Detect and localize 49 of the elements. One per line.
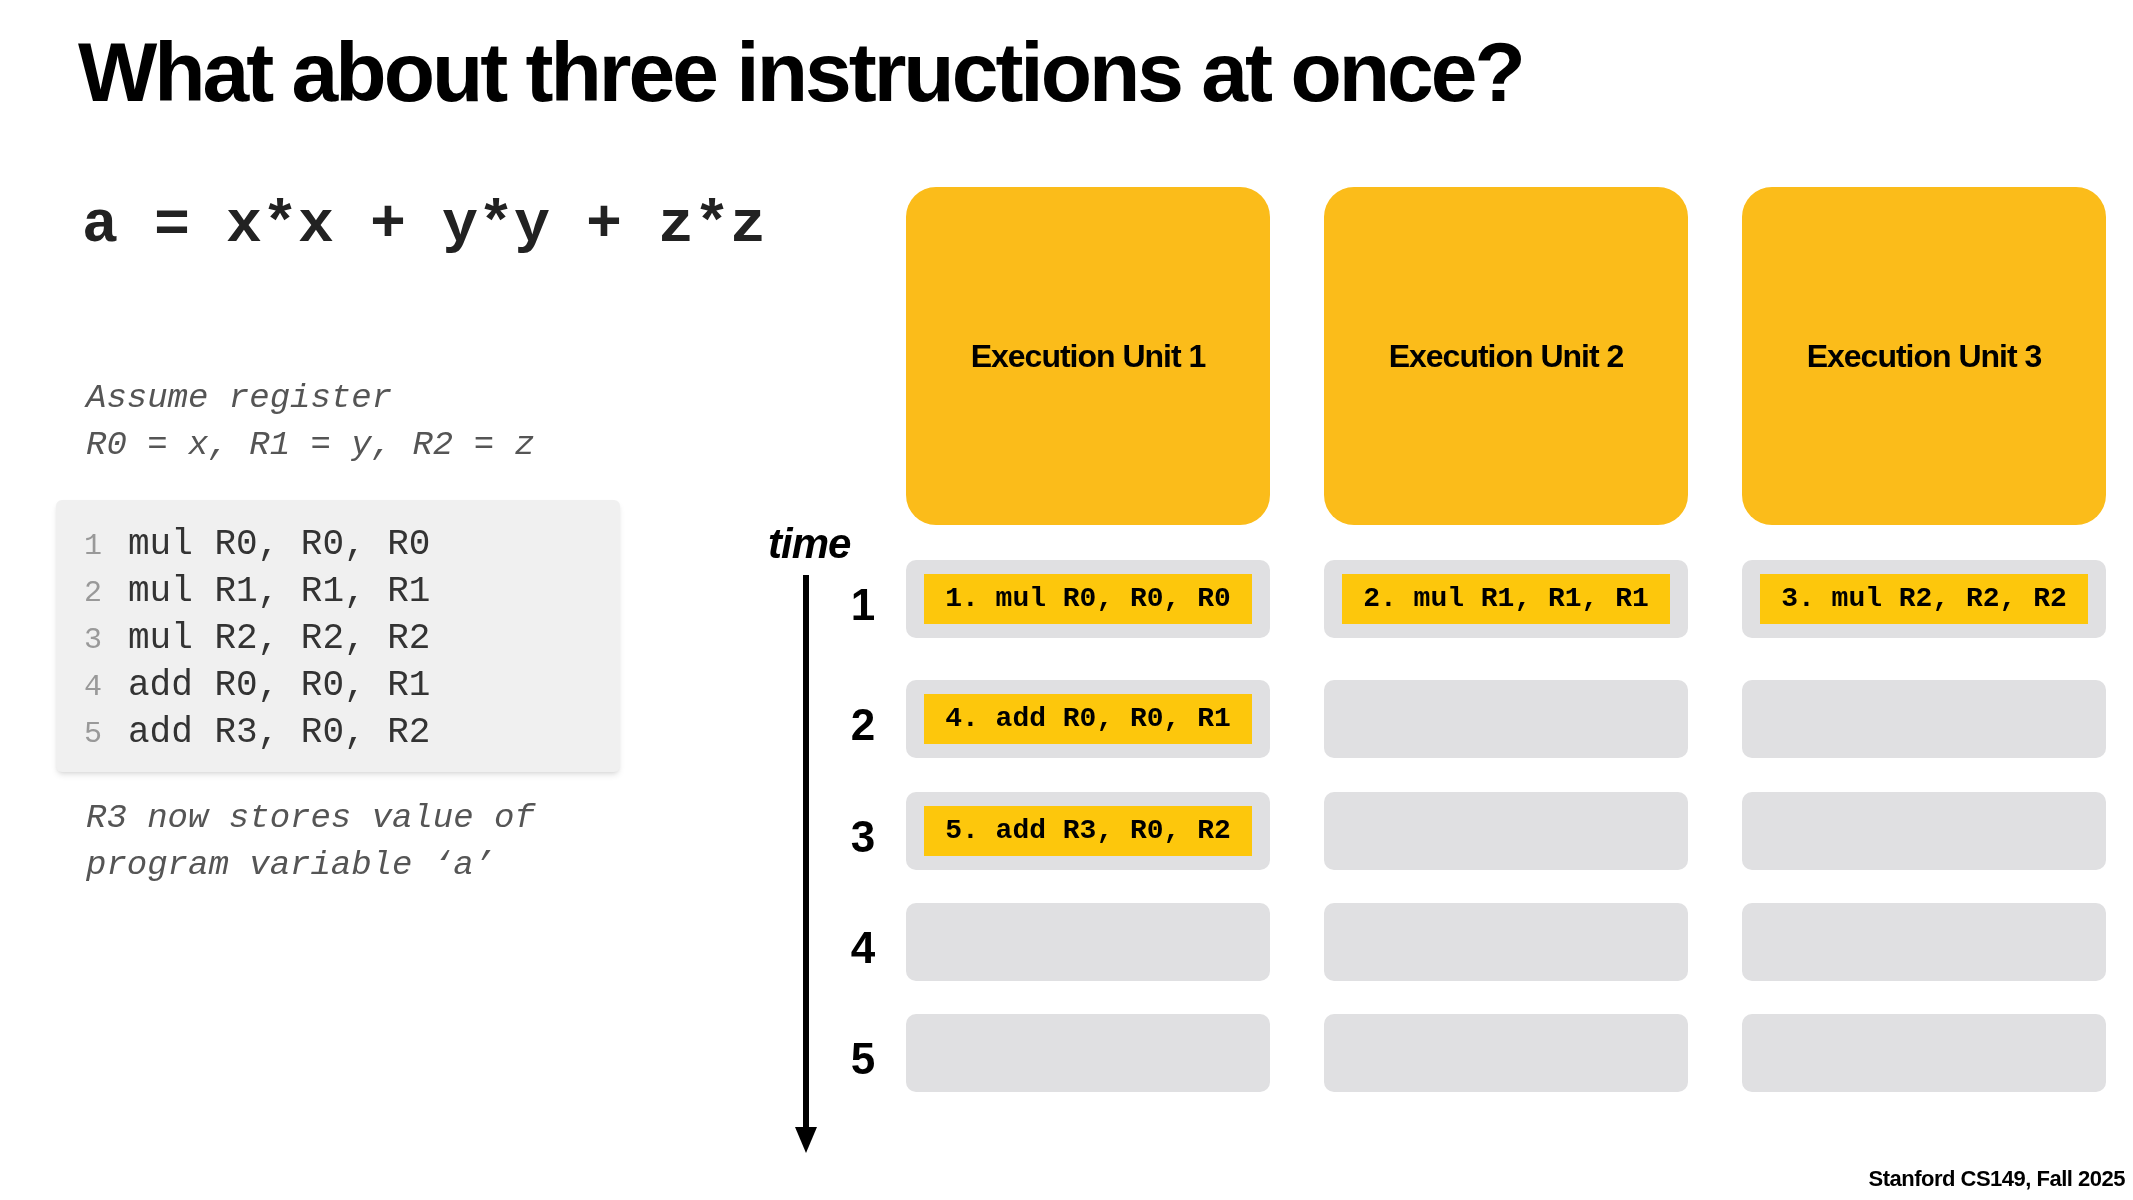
time-slot-cell	[1742, 792, 2106, 870]
code-line: add R0, R0, R1	[128, 664, 431, 708]
time-slot-cell	[906, 903, 1270, 981]
instruction-box: 2. mul R1, R1, R1	[1342, 574, 1670, 624]
code-line: mul R0, R0, R0	[128, 523, 431, 567]
axis-label: time	[768, 519, 851, 569]
footer-credit: Stanford CS149, Fall 2025	[1868, 1165, 2125, 1193]
time-slot-cell	[906, 1014, 1270, 1092]
unit-label: Execution Unit 3	[1806, 337, 2042, 376]
time-slot-cell	[1742, 903, 2106, 981]
time-slot-cell	[1324, 680, 1688, 758]
line-number: 5	[84, 716, 103, 753]
execution-unit-box	[1324, 187, 1688, 525]
note-text: Assume register	[86, 378, 393, 419]
row-number: 5	[849, 1033, 877, 1085]
row-number: 2	[849, 699, 877, 751]
code-line: add R3, R0, R2	[128, 711, 431, 755]
line-number: 1	[84, 528, 103, 565]
unit-label: Execution Unit 1	[970, 337, 1206, 376]
instruction-box: 3. mul R2, R2, R2	[1760, 574, 2088, 624]
row-number: 3	[849, 811, 877, 863]
time-slot-cell	[1324, 903, 1688, 981]
row-number: 1	[849, 579, 877, 631]
code-line: mul R1, R1, R1	[128, 570, 431, 614]
execution-unit-box	[906, 187, 1270, 525]
instruction-box: 4. add R0, R0, R1	[924, 694, 1252, 744]
note-text: R0 = x, R1 = y, R2 = z	[86, 425, 535, 466]
execution-unit-box	[1742, 187, 2106, 525]
instruction-box: 5. add R3, R0, R2	[924, 806, 1252, 856]
code-line: mul R2, R2, R2	[128, 617, 431, 661]
time-slot-cell	[1324, 560, 1688, 638]
time-slot-cell	[1742, 680, 2106, 758]
line-number: 2	[84, 575, 103, 612]
time-slot-cell	[1324, 1014, 1688, 1092]
time-slot-cell	[906, 792, 1270, 870]
unit-label: Execution Unit 2	[1388, 337, 1624, 376]
row-number: 4	[849, 922, 877, 974]
time-slot-cell	[906, 560, 1270, 638]
line-number: 4	[84, 669, 103, 706]
equation: a = x*x + y*y + z*z	[82, 190, 767, 261]
time-slot-cell	[1324, 792, 1688, 870]
line-number: 3	[84, 622, 103, 659]
note-text: R3 now stores value of program variable ‘a’	[86, 798, 537, 886]
slide-title: What about three instructions at once?	[78, 30, 1523, 114]
time-slot-cell	[906, 680, 1270, 758]
instruction-box: 1. mul R0, R0, R0	[924, 574, 1252, 624]
time-slot-cell	[1742, 560, 2106, 638]
code-block	[56, 500, 620, 772]
time-slot-cell	[1742, 1014, 2106, 1092]
